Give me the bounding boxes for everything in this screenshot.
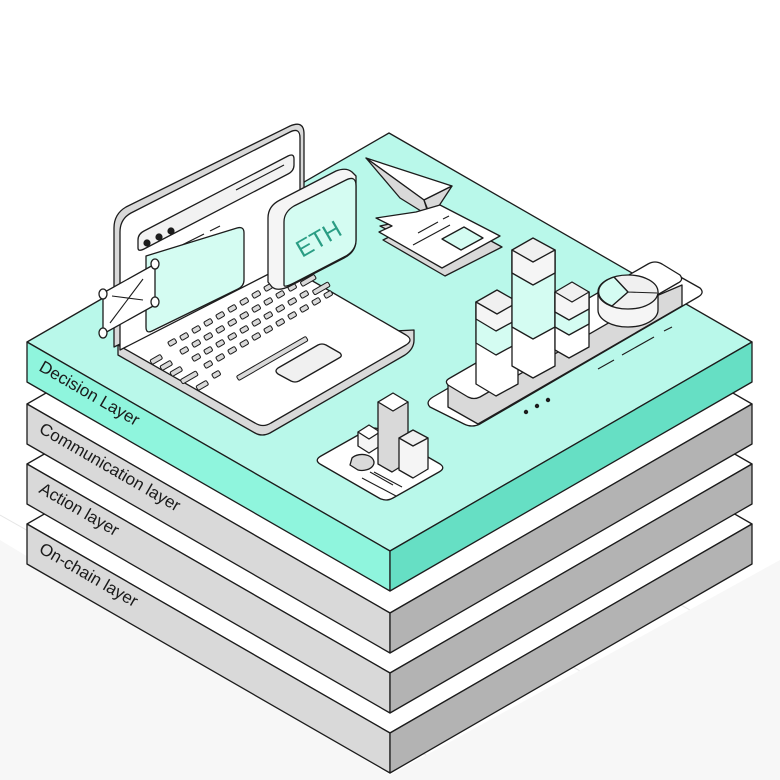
action-right-face	[389, 463, 753, 714]
browser-dot-icon	[167, 227, 175, 235]
browser-content-panel	[145, 226, 245, 333]
bar-chart-dashboard	[427, 237, 703, 427]
dashboard-dot-icon	[545, 397, 551, 403]
browser-address-bar	[137, 154, 295, 251]
mini-pie-icon	[349, 453, 375, 472]
paper-plane-icon	[365, 157, 453, 219]
eth-badge: ETH	[267, 168, 357, 290]
image-card	[98, 258, 160, 339]
browser-dot-icon	[143, 239, 151, 247]
on-chain-right-face	[389, 523, 753, 774]
dashboard-dot-icon	[534, 403, 540, 409]
bar-left	[475, 289, 519, 397]
communication-right-face	[389, 403, 753, 654]
bar-short	[554, 281, 590, 359]
dashboard-dot-icon	[523, 409, 529, 415]
laptop	[98, 123, 415, 436]
browser-url-line	[235, 164, 285, 191]
floor-shadow	[0, 540, 780, 780]
decision-right-face	[389, 341, 753, 592]
document-icon	[375, 204, 503, 277]
browser-text-line	[209, 225, 221, 232]
laptop-keyboard	[149, 267, 333, 391]
browser-dot-icon	[155, 233, 163, 241]
pie-chart	[597, 274, 659, 328]
laptop-trackpad	[275, 343, 342, 383]
bar-tall	[511, 237, 556, 379]
mini-chart-card	[316, 392, 444, 501]
